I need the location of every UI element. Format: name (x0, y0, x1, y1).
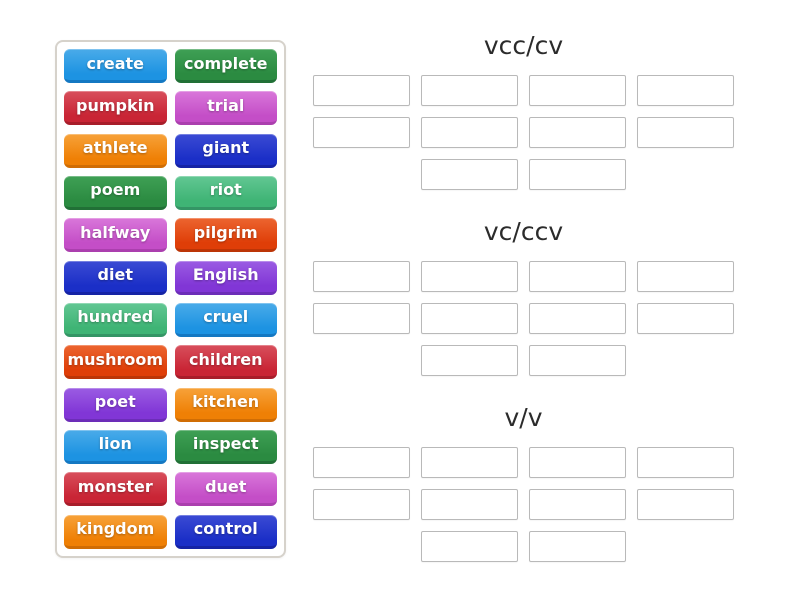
word-tile-pumpkin[interactable]: pumpkin (64, 91, 167, 126)
drop-slot-vc-ccv-4[interactable] (313, 303, 410, 334)
word-tile-complete[interactable]: complete (174, 49, 277, 83)
word-tile-mushroom[interactable]: mushroom (64, 345, 167, 380)
word-tile-cruel[interactable]: cruel (174, 302, 277, 337)
slot-row (313, 75, 734, 106)
drop-slot-vc-ccv-0[interactable] (313, 261, 410, 292)
slot-row (313, 159, 734, 190)
drop-slot-v-v-0[interactable] (313, 447, 410, 478)
drop-slot-vcc-cv-7[interactable] (637, 117, 734, 148)
drop-slot-v-v-3[interactable] (637, 447, 734, 478)
drop-slot-vcc-cv-9[interactable] (529, 159, 626, 190)
drop-slot-vcc-cv-0[interactable] (313, 75, 410, 106)
word-tile-giant[interactable]: giant (174, 133, 277, 168)
word-tile-duet[interactable]: duet (174, 472, 277, 507)
word-tile-inspect[interactable]: inspect (174, 429, 277, 464)
word-tile-halfway[interactable]: halfway (64, 218, 167, 253)
drop-slot-vc-ccv-1[interactable] (421, 261, 518, 292)
slot-row (313, 303, 734, 334)
word-tile-create[interactable]: create (64, 49, 167, 83)
word-tile-control[interactable]: control (174, 514, 277, 549)
word-tile-poem[interactable]: poem (64, 175, 167, 210)
word-tile-kingdom[interactable]: kingdom (64, 514, 167, 549)
slot-row (313, 345, 734, 376)
word-tile-athlete[interactable]: athlete (64, 133, 167, 168)
group-title-vc-ccv: vc/ccv (483, 217, 564, 246)
drop-slot-vc-ccv-7[interactable] (637, 303, 734, 334)
drop-slot-v-v-2[interactable] (529, 447, 626, 478)
drop-slot-vc-ccv-3[interactable] (637, 261, 734, 292)
drop-slot-v-v-7[interactable] (637, 489, 734, 520)
word-tile-children[interactable]: children (174, 345, 277, 380)
group-v-v: v/v (313, 402, 734, 562)
drop-slot-vcc-cv-3[interactable] (637, 75, 734, 106)
group-title-v-v: v/v (504, 403, 543, 432)
word-tile-trial[interactable]: trial (174, 91, 277, 126)
drop-slot-vcc-cv-8[interactable] (421, 159, 518, 190)
group-vc-ccv: vc/ccv (313, 216, 734, 376)
drop-slot-vcc-cv-6[interactable] (529, 117, 626, 148)
slot-row (313, 489, 734, 520)
groups-area: vcc/cv vc/ccv v/v (313, 30, 734, 588)
drop-slot-vc-ccv-6[interactable] (529, 303, 626, 334)
drop-slot-v-v-4[interactable] (313, 489, 410, 520)
word-tile-pilgrim[interactable]: pilgrim (174, 218, 277, 253)
drop-slot-vcc-cv-4[interactable] (313, 117, 410, 148)
group-title-vcc-cv: vcc/cv (483, 31, 564, 60)
drop-slot-vc-ccv-5[interactable] (421, 303, 518, 334)
word-tile-kitchen[interactable]: kitchen (174, 387, 277, 422)
group-vcc-cv: vcc/cv (313, 30, 734, 190)
drop-slot-vcc-cv-2[interactable] (529, 75, 626, 106)
slot-row (313, 117, 734, 148)
drop-slot-vc-ccv-8[interactable] (421, 345, 518, 376)
slot-row (313, 447, 734, 478)
slot-row (313, 261, 734, 292)
word-tile-monster[interactable]: monster (64, 472, 167, 507)
word-tile-poet[interactable]: poet (64, 387, 167, 422)
drop-slot-vcc-cv-1[interactable] (421, 75, 518, 106)
drop-slot-v-v-9[interactable] (529, 531, 626, 562)
slot-row (313, 531, 734, 562)
word-tile-riot[interactable]: riot (174, 175, 277, 210)
drop-slot-vc-ccv-2[interactable] (529, 261, 626, 292)
drop-slot-v-v-8[interactable] (421, 531, 518, 562)
drop-slot-v-v-1[interactable] (421, 447, 518, 478)
word-tile-lion[interactable]: lion (64, 429, 167, 464)
drop-slot-v-v-5[interactable] (421, 489, 518, 520)
drop-slot-vcc-cv-5[interactable] (421, 117, 518, 148)
word-tile-hundred[interactable]: hundred (64, 302, 167, 337)
drop-slot-vc-ccv-9[interactable] (529, 345, 626, 376)
word-tile-english[interactable]: English (174, 260, 277, 295)
word-tile-diet[interactable]: diet (64, 260, 167, 295)
drop-slot-v-v-6[interactable] (529, 489, 626, 520)
